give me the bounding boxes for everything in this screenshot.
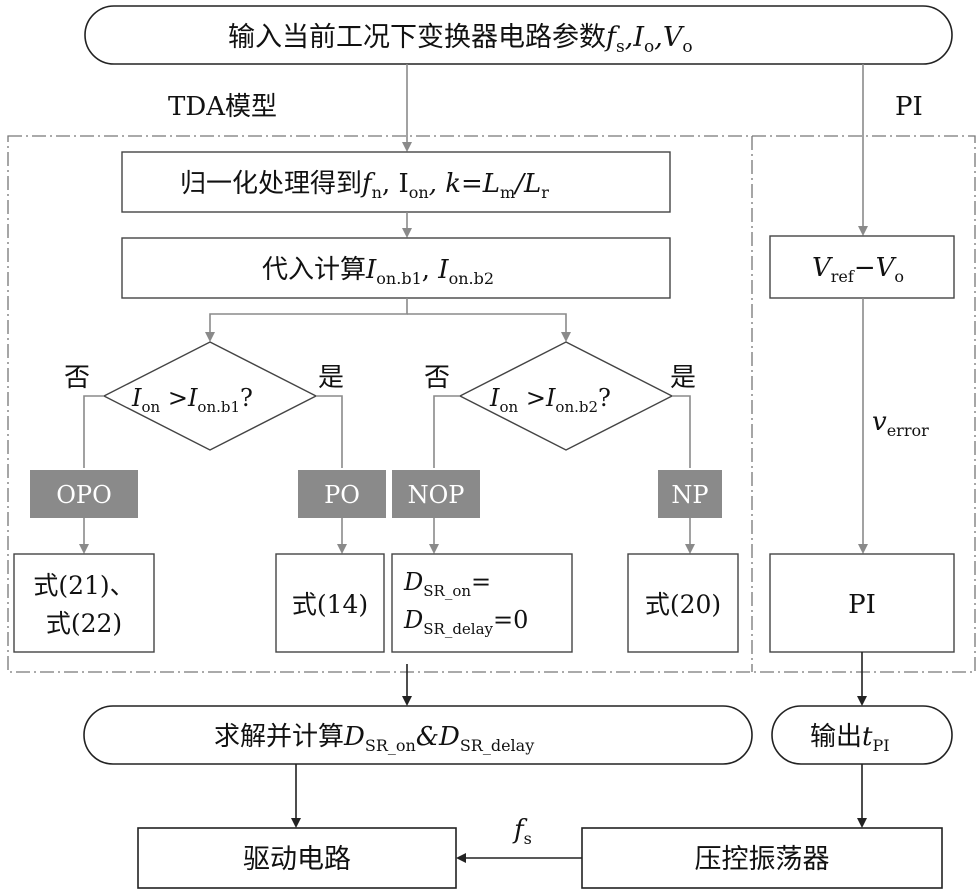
arrow-calc-to-decision2 (407, 313, 571, 342)
drive-circuit-node (137, 827, 457, 889)
eq-opo-line2: 式(22) (46, 609, 122, 638)
normalize-text: 归一化处理得到fn, Ion, k=Lm/Lr (180, 169, 549, 202)
mode-nop-text: NOP (408, 481, 465, 509)
line-d2-no (433, 395, 460, 468)
mode-po-label (298, 470, 386, 518)
model-region-frame (7, 135, 976, 673)
vco-text: 压控振荡器 (695, 844, 830, 875)
mode-np-text: NP (671, 481, 708, 509)
verror-label: verror (872, 407, 929, 440)
line-d1-yes (316, 395, 343, 468)
line-d1-no (83, 395, 104, 468)
mode-po-text: PO (324, 481, 360, 509)
input-parameters-text: 输入当前工况下变换器电路参数fs,Io,Vo (228, 22, 693, 57)
mode-nop-label (392, 470, 480, 518)
arrow-calc-to-decision1 (205, 298, 408, 342)
calc-text: 代入计算Ion.b1, Ion.b2 (262, 255, 494, 288)
mode-opo-label (30, 470, 138, 518)
decision1-no-label: 否 (64, 363, 90, 393)
tda-region-label: TDA模型 (168, 92, 277, 122)
eq-nop-line1: DSR_on= (403, 568, 491, 600)
fs-label: fs (512, 815, 532, 848)
decision1-text: Ion >Ion.b1? (131, 384, 253, 416)
pi-controller-node (769, 553, 955, 653)
eq-np-node (627, 553, 739, 653)
decision1-yes-label: 是 (318, 363, 344, 393)
normalize-node (121, 151, 671, 213)
decision1-node (102, 341, 318, 451)
mode-np-label (658, 470, 722, 518)
decision2-yes-label: 是 (670, 363, 696, 393)
vco-node (581, 827, 943, 889)
solve-text: 求解并计算DSR_on&DSR_delay (214, 722, 534, 755)
eq-opo-node (13, 553, 155, 653)
eq-po-node (275, 553, 385, 653)
eq-nop-line2: DSR_delay=0 (403, 606, 528, 638)
decision2-node (458, 341, 674, 451)
mode-opo-text: OPO (56, 481, 112, 509)
solve-node (83, 705, 753, 765)
drive-circuit-text: 驱动电路 (243, 844, 351, 875)
pi-controller-text: PI (848, 590, 876, 620)
line-d2-yes (672, 395, 691, 468)
calc-node (121, 237, 671, 299)
vref-minus-vo-node (769, 235, 955, 299)
eq-np-text: 式(20) (645, 590, 721, 619)
eq-po-text: 式(14) (292, 590, 368, 619)
pi-region-label: PI (895, 92, 923, 122)
output-tpi-text: 输出tPI (810, 722, 890, 755)
decision2-text: Ion >Ion.b2? (489, 384, 611, 416)
eq-nop-node (391, 553, 573, 653)
eq-opo-line1: 式(21)、 (33, 571, 134, 600)
vref-minus-vo-text: Vref−Vo (812, 253, 904, 286)
decision2-no-label: 否 (424, 363, 450, 393)
input-parameters-node (84, 5, 953, 65)
